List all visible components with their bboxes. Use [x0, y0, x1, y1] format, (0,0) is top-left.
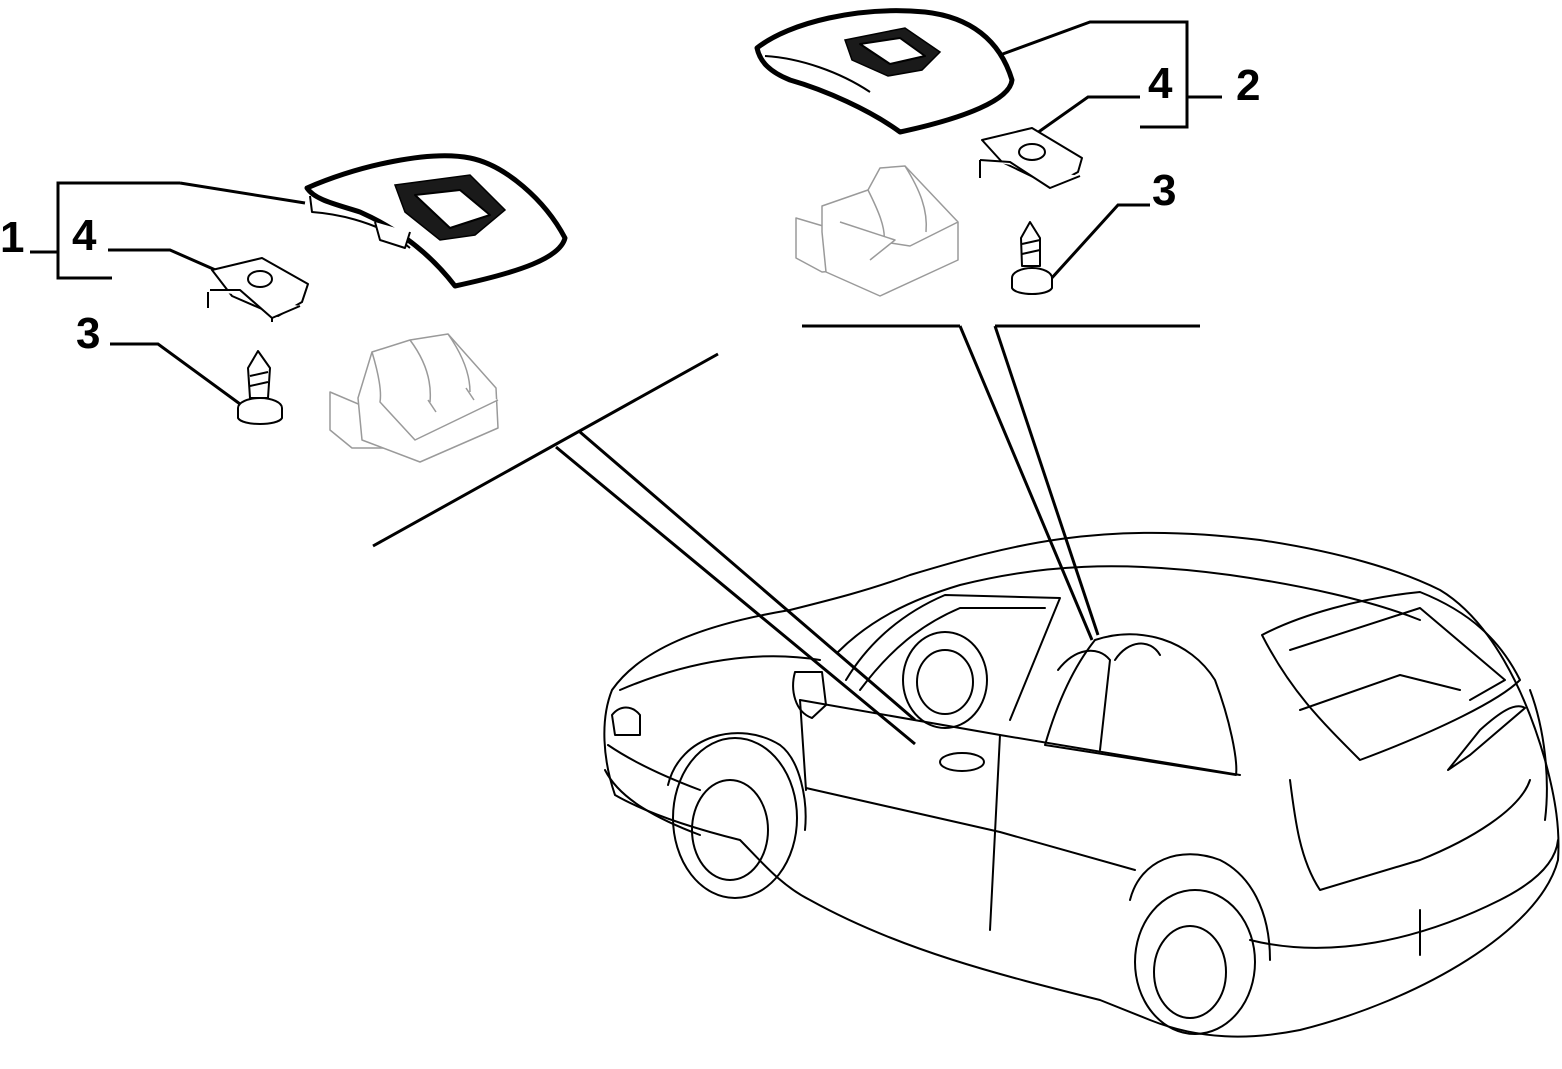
left-switch-cover	[304, 153, 568, 289]
right-screw-leader	[1048, 203, 1150, 282]
zoom-guides	[372, 324, 1200, 746]
left-cover-leader	[179, 181, 306, 205]
right-clip	[979, 95, 1140, 189]
left-screw	[110, 342, 283, 425]
callout-right-screw: 3	[1152, 166, 1176, 215]
left-switch-body	[329, 333, 499, 463]
right-clip-leader	[1029, 95, 1140, 140]
right-screw	[1011, 203, 1150, 295]
left-clip-leader	[108, 248, 221, 274]
car-illustration	[603, 531, 1560, 1038]
left-clip	[108, 248, 309, 322]
left-assembly	[30, 153, 568, 463]
callout-group-2: 2	[1236, 61, 1260, 110]
callout-group-1: 1	[0, 213, 24, 262]
callout-right-clip: 4	[1148, 59, 1173, 108]
right-switch-body	[795, 165, 959, 297]
right-switch-cover	[754, 8, 1015, 135]
callout-left-clip: 4	[72, 211, 97, 260]
callout-left-screw: 3	[76, 309, 100, 358]
right-assembly	[754, 8, 1222, 297]
left-screw-leader	[110, 342, 241, 406]
right-group-bracket	[999, 20, 1189, 129]
left-group-bracket	[56, 181, 180, 280]
